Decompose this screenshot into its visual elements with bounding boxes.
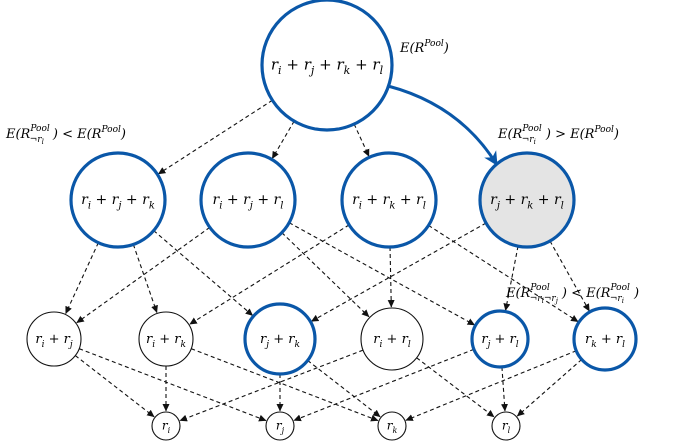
- node-label: rj​ + rk​ + rl​: [490, 192, 564, 211]
- node-circle: [470, 309, 530, 369]
- node-label: ri​ + rj​ + rl​: [213, 192, 284, 211]
- node-label: ri​ + rj​ + rk​ + rl​: [271, 56, 384, 78]
- nodes: ri​ + rj​ + rk​ + rl​ ri​ + rj​ + rk​ ri​ …: [26, 0, 638, 441]
- edge-n_ijk-to-n_ij: [65, 242, 99, 315]
- node-label: ri​ + rk​ + rl​: [352, 192, 426, 211]
- node-ijk: ri​ + rj​ + rk​: [69, 151, 167, 249]
- node-label: rk​: [387, 419, 398, 436]
- edge-n_jkl-to-n_jk: [310, 222, 487, 322]
- node-root: ri​ + rj​ + rk​ + rl​: [260, 0, 394, 132]
- edge-n_ik-to-n_k: [190, 348, 379, 422]
- node-label: ri​: [162, 419, 171, 436]
- node-circle: [260, 0, 394, 132]
- edge-n_ikl-to-n_il: [387, 246, 395, 308]
- node-circle: [377, 411, 407, 441]
- highlight-edge-root-to-n_jkl: [387, 84, 499, 166]
- annotation-left: E(RPool¬rl) < E(RPool): [5, 124, 126, 146]
- edge-n_jl-to-n_l: [500, 366, 508, 412]
- node-jl: rj​ + rl​: [470, 309, 530, 369]
- edge-n_ij-to-n_i: [74, 355, 155, 418]
- node-il: ri​ + rl​: [360, 307, 424, 371]
- node-l: rl​: [491, 411, 521, 441]
- edge-n_il-to-n_l: [416, 357, 495, 418]
- edge-n_ijl-to-n_il: [281, 232, 370, 318]
- node-circle: [151, 411, 181, 441]
- edge-n_ijl-to-n_jl: [288, 222, 476, 326]
- node-circle: [572, 306, 638, 372]
- node-circle: [360, 307, 424, 371]
- edge-root-to-n_ijk: [157, 99, 273, 175]
- node-ikl: ri​ + rk​ + rl​: [340, 151, 438, 249]
- node-label: ri​ + rj​ + rk​: [81, 192, 155, 211]
- node-k: rk​: [377, 411, 407, 441]
- edge-root-to-n_ijl: [271, 120, 295, 160]
- node-kl: rk​ + rl​: [572, 306, 638, 372]
- edge-n_ijk-to-n_ik: [132, 244, 158, 314]
- edge-n_ij-to-n_j: [78, 348, 267, 422]
- edge-root-to-n_ikl: [353, 123, 370, 157]
- node-circle: [491, 411, 521, 441]
- node-label: rl​: [502, 419, 511, 436]
- node-circle: [265, 411, 295, 441]
- edge-n_jkl-to-n_jl: [503, 246, 519, 312]
- edge-n_ikl-to-n_ik: [189, 224, 350, 325]
- edge-n_jl-to-n_j: [293, 348, 475, 422]
- node-circle: [340, 151, 438, 249]
- node-ij: ri​ + rj​: [26, 311, 82, 367]
- annotation-lower: E(RPool¬ri¬rj) < E(RPool¬ri): [505, 283, 639, 305]
- edge-n_jkl-to-n_kl: [549, 240, 590, 312]
- node-label: rk​ + rl​: [585, 332, 625, 350]
- edge-n_ijk-to-n_jk: [153, 230, 254, 316]
- node-i: ri​: [151, 411, 181, 441]
- annotation-root: E(RPool): [399, 39, 449, 56]
- node-circle: [478, 151, 576, 249]
- edge-n_kl-to-n_l: [516, 359, 583, 417]
- edge-n_ijl-to-n_ij: [76, 226, 211, 324]
- node-circle: [199, 151, 297, 249]
- node-circle: [243, 302, 317, 376]
- node-circle: [69, 151, 167, 249]
- edge-n_jk-to-n_k: [307, 360, 381, 418]
- node-label: rj​ + rl​: [481, 332, 518, 350]
- node-jk: rj​ + rk​: [243, 302, 317, 376]
- node-ijl: ri​ + rj​ + rl​: [199, 151, 297, 249]
- node-circle: [138, 311, 194, 367]
- node-j: rj​: [265, 411, 295, 441]
- node-label: rj​: [276, 419, 285, 436]
- node-jkl: rj​ + rk​ + rl​: [478, 151, 576, 249]
- node-label: ri​ + rk​: [146, 332, 186, 350]
- edge-n_kl-to-n_k: [405, 350, 577, 421]
- edge-n_il-to-n_i: [179, 349, 364, 422]
- node-label: ri​ + rj​: [35, 332, 73, 350]
- node-label: rj​ + rk​: [260, 332, 300, 350]
- node-ik: ri​ + rk​: [138, 311, 194, 367]
- edges: [65, 84, 590, 422]
- annotation-right: E(RPool¬ri) > E(RPool): [497, 124, 619, 146]
- node-circle: [26, 311, 82, 367]
- node-label: ri​ + rl​: [373, 332, 411, 350]
